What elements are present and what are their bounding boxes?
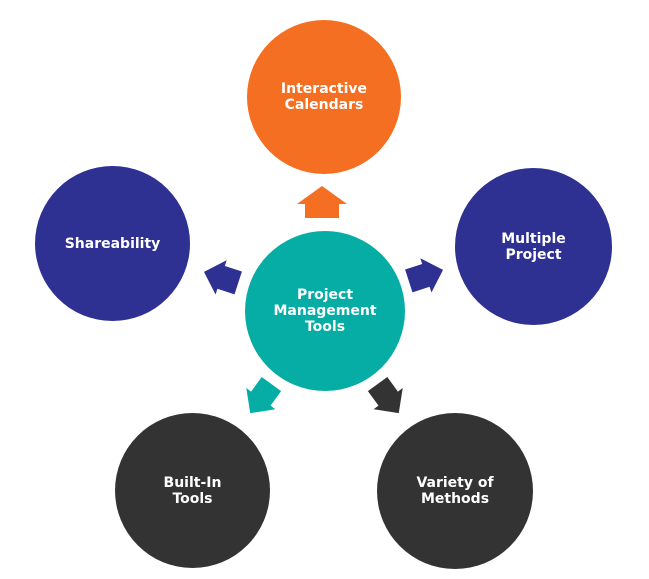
node-label: Built-In Tools — [163, 474, 222, 507]
arrow-top — [297, 186, 347, 218]
node-built-in-tools: Built-In Tools — [115, 413, 270, 568]
arrow-left — [203, 260, 242, 295]
node-label: Shareability — [64, 235, 161, 252]
node-interactive-calendars: Interactive Calendars — [247, 20, 401, 174]
center-label: Project Management Tools — [273, 287, 377, 335]
node-variety-of-methods: Variety of Methods — [377, 413, 533, 569]
node-multiple-project: Multiple Project — [455, 168, 612, 325]
node-project-management-tools: Project Management Tools — [245, 231, 405, 391]
arrow-right — [405, 258, 444, 293]
arrow-bottom-left — [246, 377, 282, 414]
node-label: Interactive Calendars — [280, 81, 368, 113]
node-label: Multiple Project — [501, 230, 566, 263]
node-shareability: Shareability — [35, 166, 190, 321]
arrow-bottom-right — [367, 377, 403, 414]
node-label: Variety of Methods — [416, 475, 494, 507]
